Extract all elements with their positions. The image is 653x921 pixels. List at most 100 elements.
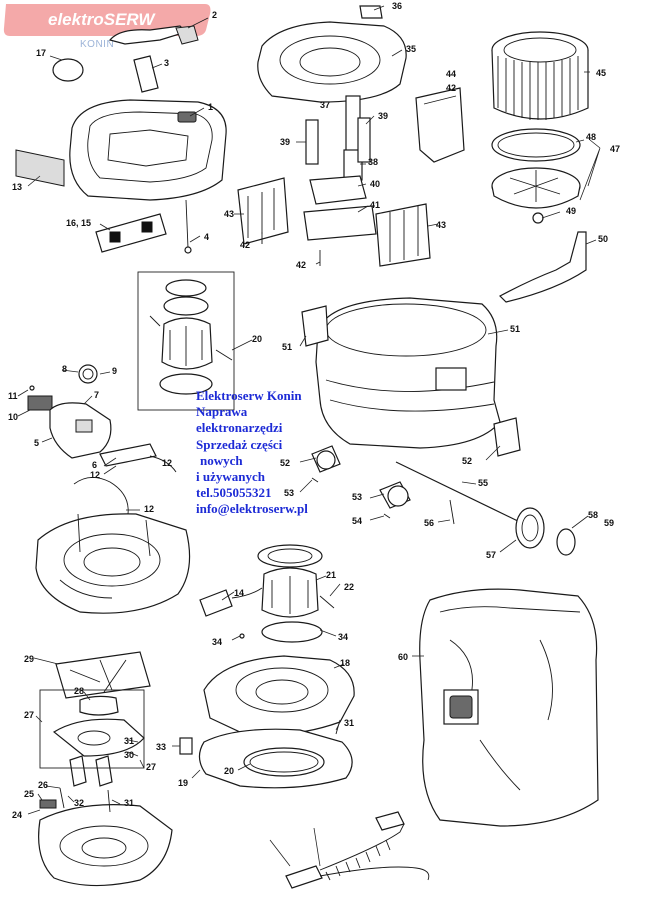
filter-bag [419,588,599,827]
label-55: 56 [424,518,434,528]
label-12b: 12 [162,458,172,468]
label-40: 40 [370,179,380,189]
part-60-nozzle [285,865,323,889]
upper-housing-assembly [237,5,465,267]
part-58-cap [556,528,576,556]
elektroserw-logo: elektroSERW KONIN [3,4,211,50]
label-57: 58 [588,510,598,520]
label-52b: 53 [352,492,362,502]
label-38: 38 [368,157,378,167]
label-49: 50 [598,234,608,244]
label-31c: 31 [124,798,134,808]
part-59-bag [419,588,599,827]
label-42c: 42 [446,83,456,93]
label-29: 29 [24,654,34,664]
label-31b: 31 [124,736,134,746]
label-33: 33 [156,742,166,752]
shop-line-5: nowych [200,452,243,468]
part-1-top-cover [69,99,227,201]
label-14: 14 [234,588,244,598]
lower-left-assembly [38,651,173,887]
label-52: 52 [280,458,290,468]
label-43: 43 [224,209,234,219]
label-7: 7 [94,390,99,400]
label-10: 10 [8,412,18,422]
label-42b: 42 [296,260,306,270]
label-43b: 43 [436,220,446,230]
label-12c: 12 [144,504,154,514]
wheel-axle-assembly [311,445,576,556]
label-9: 9 [112,366,117,376]
label-36: 36 [392,1,402,11]
label-1: 1 [208,102,213,112]
label-2: 2 [212,10,217,20]
label-5: 5 [34,438,39,448]
part-56-wheel [515,507,545,549]
filter-assembly [491,31,589,303]
label-22: 21 [326,570,336,580]
label-26: 26 [38,780,48,790]
label-50: 51 [510,324,520,334]
label-6: 6 [92,460,97,470]
label-37: 37 [320,100,330,110]
label-21: 20 [252,334,262,344]
label-20: 20 [224,766,234,776]
part-43-cage-right [375,203,431,267]
hose-assembly [285,811,430,889]
label-53: 53 [284,488,294,498]
label-12a: 12 [90,470,100,480]
logo-brand-text: elektroSERW [48,10,156,29]
part-14-cable [199,589,233,617]
part-39-rail-left [305,119,319,165]
part-3-latch [133,55,159,93]
label-39b: 39 [280,137,290,147]
label-41: 41 [370,200,380,210]
part-2-handle [108,25,188,45]
part-13-filter-pad [15,149,65,187]
label-59: 60 [398,652,408,662]
label-8: 8 [62,364,67,374]
label-16-15: 16, 15 [66,218,91,228]
shop-info-overlay: Elektroserw Konin Naprawa elektronarzędz… [196,388,338,518]
part-4-screw [185,199,189,249]
shop-line-4: Sprzedaż części [196,436,283,452]
part-54-axle [395,461,525,525]
part-10-plate [27,395,53,411]
shop-line-6: i używanych [196,469,265,485]
label-51: 51 [282,342,292,352]
part-28-disc [79,695,119,716]
shop-line-7: tel.505055321 [196,485,272,501]
shop-line-3: elektronarzędzi [196,420,283,436]
label-31: 31 [344,718,354,728]
part-6-switch-strip [99,443,157,467]
container-assembly [301,297,521,457]
label-11: 11 [8,391,18,401]
label-30: 30 [124,750,134,760]
label-58: 59 [604,518,614,528]
part-21-motor [161,317,213,370]
motor-lower-assembly [199,544,335,643]
part-24-base [38,804,173,887]
logo-sub-text: KONIN [80,39,114,50]
part-47-ring [491,128,581,162]
motor-assembly [137,271,235,411]
lower-base-left [35,477,191,614]
part-49-handle [499,231,587,303]
label-27: 27 [24,710,34,720]
shop-line-8: info@elektroserw.pl [196,501,308,517]
part-55-pin [449,499,455,525]
part-50-container [315,297,501,449]
part-40-bracket [309,175,367,205]
label-13: 13 [12,182,22,192]
label-34b: 34 [338,632,348,642]
part-39-rail-right [357,117,371,163]
part-17-disc [52,58,84,82]
label-19: 19 [178,778,188,788]
label-48: 49 [566,206,576,216]
label-44: 44 [446,69,456,79]
label-51b: 52 [462,456,472,466]
part-35-housing [257,21,407,103]
label-24: 24 [12,810,22,820]
part-20-seal [243,747,325,777]
